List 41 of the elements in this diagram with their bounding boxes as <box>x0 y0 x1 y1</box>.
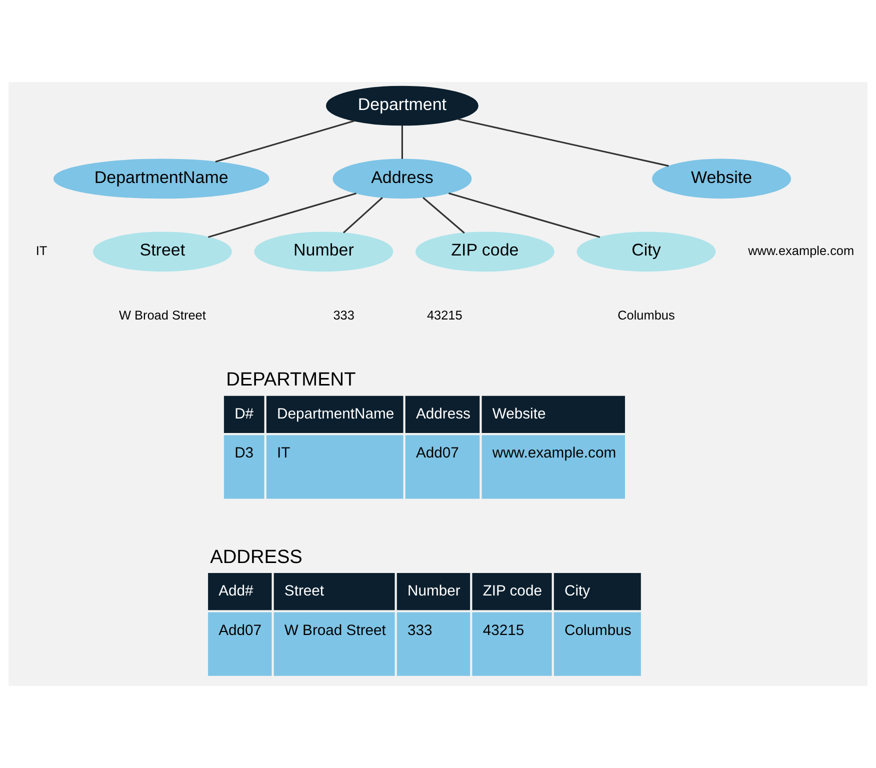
connector <box>458 118 669 167</box>
label: Address <box>416 406 470 422</box>
label: Number <box>408 584 460 600</box>
connector <box>208 192 356 238</box>
label: Website <box>492 406 546 422</box>
node-ellipse: ZIP code <box>415 232 554 272</box>
label: Add# <box>218 584 254 600</box>
connector <box>401 125 403 159</box>
label: Columbus <box>564 622 632 639</box>
node-ellipse: Number <box>254 232 394 272</box>
connector <box>215 120 355 162</box>
node-ellipse: Department <box>326 86 478 126</box>
node-ellipse: Website <box>652 158 792 199</box>
node-label: 43215 <box>426 308 462 323</box>
label: Add07 <box>218 622 262 639</box>
node-ellipse: DepartmentName <box>53 158 270 199</box>
label: Street <box>284 584 324 600</box>
connector <box>342 197 383 234</box>
label: 333 <box>408 622 432 639</box>
label: IT <box>277 446 290 462</box>
label: W Broad Street <box>284 622 386 639</box>
node-label: www.example.com <box>748 242 854 258</box>
node-label: W Broad Street <box>118 308 206 323</box>
connector <box>422 197 465 234</box>
node-label: IT <box>36 242 48 258</box>
label: Add07 <box>416 446 459 462</box>
label: ZIP code <box>482 584 542 600</box>
label: City <box>564 584 590 600</box>
connector <box>448 192 600 238</box>
node-label: 333 <box>333 308 354 323</box>
label: 43215 <box>482 622 524 639</box>
node-ellipse: Street <box>92 232 232 272</box>
label: DEPARTMENT <box>226 370 356 391</box>
node-label: Columbus <box>618 308 675 323</box>
label: ADDRESS <box>210 546 302 568</box>
label: DepartmentName <box>277 406 394 422</box>
node-ellipse: City <box>576 232 716 272</box>
label: www.example.com <box>492 446 616 462</box>
node-ellipse: Address <box>332 158 472 199</box>
label: D# <box>234 406 254 422</box>
label: D3 <box>234 446 254 462</box>
